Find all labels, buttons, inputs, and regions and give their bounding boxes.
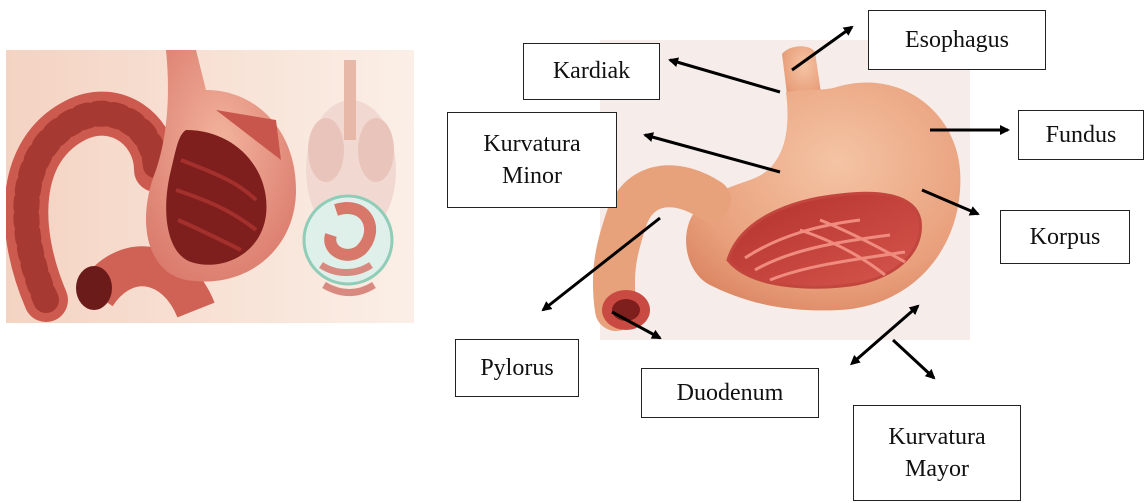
label-korpus: Korpus	[1000, 210, 1130, 264]
label-fundus-text: Fundus	[1046, 119, 1117, 151]
label-duodenum-text: Duodenum	[677, 377, 784, 409]
stomach-cutaway-illustration	[6, 50, 414, 323]
label-korpus-text: Korpus	[1030, 221, 1101, 253]
label-esophagus-text: Esophagus	[905, 24, 1009, 56]
label-kurvatura-minor-line1: Kurvatura	[483, 128, 580, 160]
label-fundus: Fundus	[1018, 110, 1144, 160]
label-kardiak-text: Kardiak	[553, 55, 630, 87]
label-kurvatura-minor: Kurvatura Minor	[447, 112, 617, 208]
label-kardiak: Kardiak	[523, 43, 660, 100]
arrow-kurvatura-mayor	[893, 340, 934, 378]
label-pylorus-text: Pylorus	[480, 352, 553, 384]
label-kurvatura-mayor-line2: Mayor	[905, 453, 969, 485]
label-kurvatura-mayor: Kurvatura Mayor	[853, 405, 1021, 501]
label-pylorus: Pylorus	[455, 339, 579, 397]
label-kurvatura-mayor-line1: Kurvatura	[888, 421, 985, 453]
label-duodenum: Duodenum	[641, 368, 819, 418]
label-kurvatura-minor-line2: Minor	[502, 160, 562, 192]
label-esophagus: Esophagus	[868, 10, 1046, 70]
